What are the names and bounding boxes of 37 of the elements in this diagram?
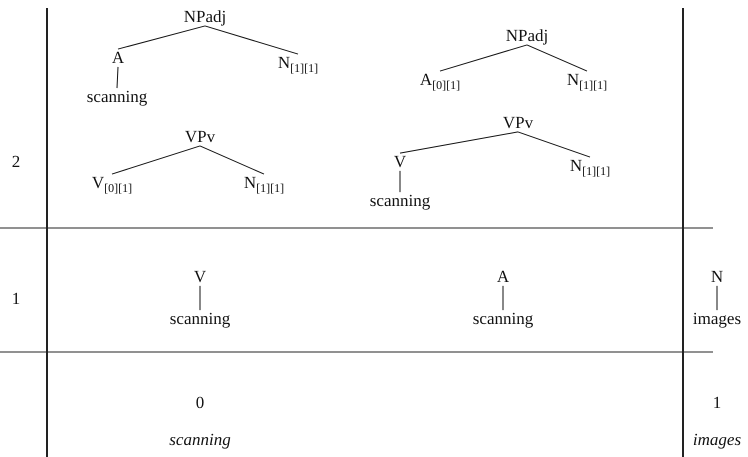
tree-label: A xyxy=(496,268,510,286)
word-label: scanning xyxy=(169,431,231,449)
tree-label: scanning xyxy=(370,192,430,210)
tree-branch xyxy=(440,44,528,72)
tree-label: N xyxy=(710,268,724,286)
tree-label: N$_{[1][1]}$ xyxy=(566,71,608,89)
tree-label: V xyxy=(394,153,406,171)
tree-label: VPv xyxy=(184,128,216,146)
position-number: 0 xyxy=(196,394,204,412)
tree-label: scanning xyxy=(170,310,230,328)
tree-label: VPv xyxy=(502,114,534,132)
tree-branch xyxy=(116,66,118,89)
tree-label: V xyxy=(194,268,206,286)
tree-branch xyxy=(200,145,264,175)
tree-label: N$_{[1][1]}$ xyxy=(278,54,318,72)
tree-label: scanning xyxy=(86,88,148,106)
tree-label: A$_{[0][1]}$ xyxy=(420,71,460,89)
tree-label: scanning xyxy=(472,310,534,328)
tree-branch xyxy=(716,285,718,311)
row-number: 1 xyxy=(12,290,20,308)
tree-label: V$_{[0][1]}$ xyxy=(92,174,132,192)
row-number: 2 xyxy=(12,153,20,171)
tree-branch xyxy=(400,131,518,154)
tree-branch xyxy=(518,131,590,158)
tree-label: N$_{[1][1]}$ xyxy=(570,157,610,175)
tree-branch xyxy=(118,25,206,50)
tree-label: N$_{[1][1]}$ xyxy=(244,174,284,192)
tree-branch xyxy=(526,44,588,72)
tree-branch xyxy=(502,285,504,311)
tree-branch xyxy=(112,145,200,175)
tree-label: NPadj xyxy=(506,27,548,45)
tree-branch xyxy=(204,25,298,55)
tree-label: images xyxy=(692,310,742,328)
position-number: 1 xyxy=(712,394,722,412)
word-label: images xyxy=(692,431,742,449)
tree-label: A xyxy=(112,49,124,67)
tree-label: NPadj xyxy=(184,8,226,26)
